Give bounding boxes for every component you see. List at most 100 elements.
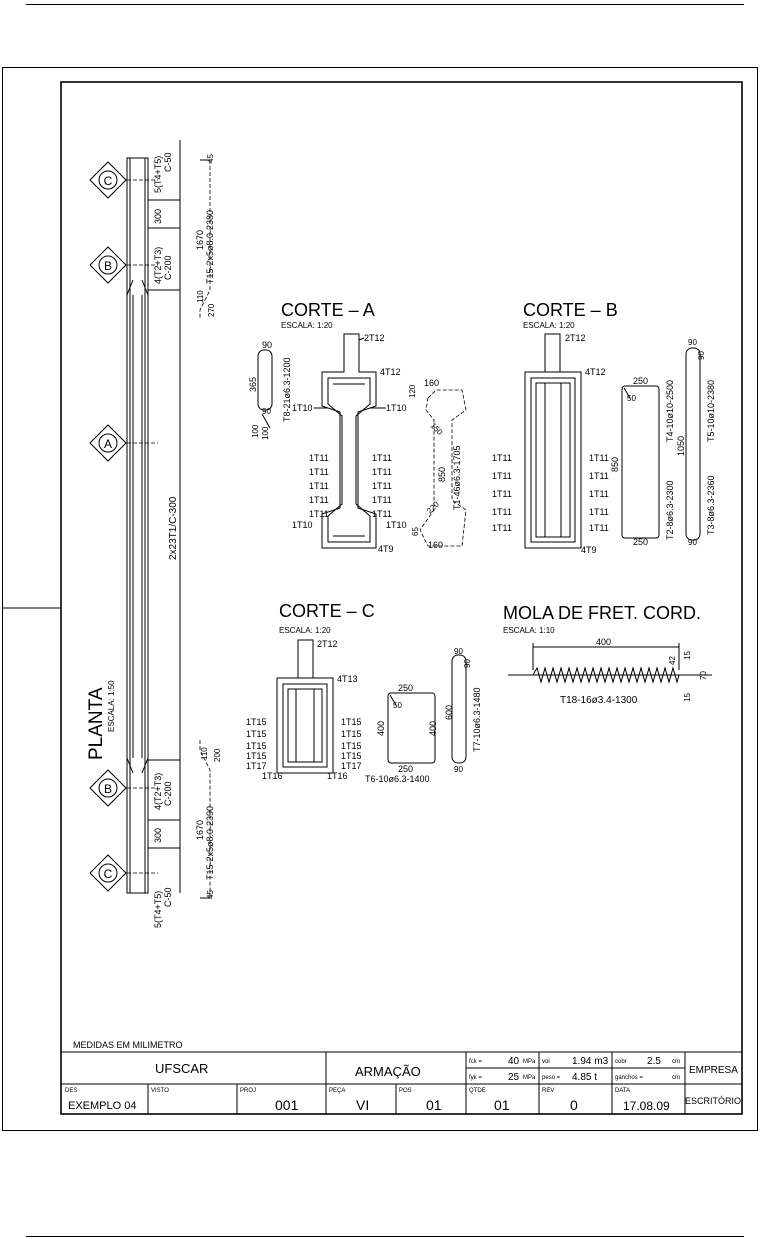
section-marker-b-top[interactable]: B xyxy=(89,246,158,284)
svg-text:65: 65 xyxy=(411,527,420,536)
corte-c-t6-stirrup: 250 50 400 400 250 T6-10ø6.3-1400 xyxy=(365,683,438,784)
svg-text:1670: 1670 xyxy=(195,230,205,250)
section-marker-b-bottom[interactable]: B xyxy=(89,769,158,807)
svg-text:T7-10ø6.3-1480: T7-10ø6.3-1480 xyxy=(472,687,482,752)
svg-text:90: 90 xyxy=(697,351,706,360)
corte-a-title: CORTE – A xyxy=(281,300,375,320)
tb-client: UFSCAR xyxy=(155,1061,208,1076)
svg-text:1T17: 1T17 xyxy=(341,761,362,771)
svg-text:1T15: 1T15 xyxy=(246,741,267,751)
planta-label-upper-group: 4(T2+T3) xyxy=(153,247,163,284)
svg-text:160: 160 xyxy=(424,378,439,388)
mola-scale: ESCALA: 1:10 xyxy=(503,626,555,635)
svg-text:cm: cm xyxy=(672,1075,680,1081)
svg-text:REV: REV xyxy=(542,1088,554,1094)
svg-text:C: C xyxy=(104,867,113,881)
svg-text:90: 90 xyxy=(688,538,697,547)
corte-a-view: CORTE – A ESCALA: 1:20 2T12 4T12 1T10 1T… xyxy=(248,300,467,554)
svg-text:peso =: peso = xyxy=(542,1075,561,1081)
svg-text:850: 850 xyxy=(437,467,447,482)
corte-a-section xyxy=(321,333,377,549)
svg-text:1T15: 1T15 xyxy=(246,729,267,739)
planta-label-base-spacing: C-50 xyxy=(163,887,173,907)
svg-text:2.5: 2.5 xyxy=(647,1056,661,1067)
svg-text:2T12: 2T12 xyxy=(364,333,385,343)
svg-text:B: B xyxy=(104,259,112,273)
svg-text:T5-10ø10-2380: T5-10ø10-2380 xyxy=(706,380,716,442)
svg-text:90: 90 xyxy=(454,647,463,656)
corte-a-scale: ESCALA: 1:20 xyxy=(281,321,333,330)
svg-text:T1-46ø6.3-1705: T1-46ø6.3-1705 xyxy=(452,445,462,510)
svg-text:4T9: 4T9 xyxy=(581,545,597,555)
corte-c-t7-bar: 90 90 600 T7-10ø6.3-1480 90 xyxy=(444,647,482,774)
section-marker-a[interactable]: A xyxy=(89,424,158,462)
corte-b-t2-stirrup: 250 50 T2-8ø6.3-2300 250 xyxy=(621,376,675,547)
svg-text:1T11: 1T11 xyxy=(372,467,392,477)
svg-text:1T10: 1T10 xyxy=(292,403,313,413)
tb-qtde-value: 01 xyxy=(494,1097,510,1113)
svg-text:POS: POS xyxy=(399,1088,412,1094)
drawing-border xyxy=(60,81,743,1115)
svg-text:MPa: MPa xyxy=(523,1075,536,1081)
planta-label-bottom-spacing: C-200 xyxy=(163,781,173,806)
svg-text:25: 25 xyxy=(508,1072,520,1083)
corte-a-web-bars: 1T11 1T11 1T11 1T11 1T11 1T11 1T11 1T11 … xyxy=(309,453,392,519)
svg-text:1T15: 1T15 xyxy=(341,717,362,727)
svg-text:1T10: 1T10 xyxy=(386,520,407,530)
svg-text:90: 90 xyxy=(688,338,697,347)
tb-pos-value: 01 xyxy=(426,1097,442,1113)
planta-label-top-spacing: C-50 xyxy=(163,152,173,172)
svg-text:1T11: 1T11 xyxy=(309,509,329,519)
beam-outline xyxy=(126,157,149,894)
svg-text:40: 40 xyxy=(508,1056,520,1067)
svg-text:1T16: 1T16 xyxy=(327,771,348,781)
svg-text:150: 150 xyxy=(429,421,445,437)
svg-text:90: 90 xyxy=(262,407,271,416)
corte-c-scale: ESCALA: 1:20 xyxy=(279,626,331,635)
tb-company: EMPRESA xyxy=(689,1065,738,1076)
corte-b-scale: ESCALA: 1:20 xyxy=(523,321,575,330)
svg-text:15: 15 xyxy=(683,651,692,660)
tb-data-value: 17.08.09 xyxy=(623,1099,670,1113)
svg-text:QTDE: QTDE xyxy=(469,1088,486,1094)
planta-label-dim-300-bottom: 300 xyxy=(153,828,163,843)
planta-title: PLANTA xyxy=(86,687,107,760)
svg-text:vol: vol xyxy=(542,1059,550,1065)
corte-a-t1-stirrup: 160 120 150 850 T1-46ø6.3-1705 220 65 16… xyxy=(408,378,467,550)
svg-text:120: 120 xyxy=(408,384,417,398)
svg-text:250: 250 xyxy=(633,376,648,386)
svg-text:1T11: 1T11 xyxy=(492,507,512,517)
section-marker-c-top[interactable]: C xyxy=(89,161,158,199)
svg-text:1T11: 1T11 xyxy=(372,453,392,463)
svg-text:42: 42 xyxy=(668,656,677,665)
svg-text:1670: 1670 xyxy=(195,820,205,840)
svg-text:1T11: 1T11 xyxy=(372,495,392,505)
svg-text:4.85 t: 4.85 t xyxy=(572,1072,597,1083)
tb-proj-value: 001 xyxy=(275,1097,299,1113)
svg-text:400: 400 xyxy=(428,721,438,736)
svg-text:220: 220 xyxy=(425,499,441,515)
svg-text:1T11: 1T11 xyxy=(589,471,609,481)
svg-text:50: 50 xyxy=(393,701,402,710)
svg-text:1T11: 1T11 xyxy=(589,507,609,517)
corte-c-section xyxy=(276,677,334,774)
svg-text:T8-21ø6.3-1200: T8-21ø6.3-1200 xyxy=(282,357,292,422)
svg-text:T3-8ø6.3-2360: T3-8ø6.3-2360 xyxy=(706,475,716,535)
planta-label-top-group: 5(T4+T5) xyxy=(153,156,163,193)
mola-title: MOLA DE FRET. CORD. xyxy=(503,603,701,623)
svg-text:1T11: 1T11 xyxy=(492,523,512,533)
svg-text:PEÇA: PEÇA xyxy=(329,1088,345,1094)
corte-b-title: CORTE – B xyxy=(523,300,618,320)
svg-text:1T11: 1T11 xyxy=(589,453,609,463)
section-marker-c-bottom[interactable]: C xyxy=(89,854,158,892)
svg-text:4T12: 4T12 xyxy=(585,367,606,377)
corte-b-dim-1050: 1050 xyxy=(676,436,686,456)
bar-t15-top: 1670 T15-2x5ø8.0-2380 45 110 270 xyxy=(195,154,216,318)
bar-t15-bottom: 1670 T15-2x5ø8.0-2390 45 110 200 xyxy=(195,740,222,899)
svg-text:B: B xyxy=(104,782,112,796)
planta-label-base-group: 5(T4+T5) xyxy=(153,891,163,928)
svg-text:T15-2x5ø8.0-2380: T15-2x5ø8.0-2380 xyxy=(205,210,215,284)
svg-text:1T11: 1T11 xyxy=(309,453,329,463)
svg-text:1T11: 1T11 xyxy=(309,467,329,477)
svg-text:T2-8ø6.3-2300: T2-8ø6.3-2300 xyxy=(665,480,675,540)
